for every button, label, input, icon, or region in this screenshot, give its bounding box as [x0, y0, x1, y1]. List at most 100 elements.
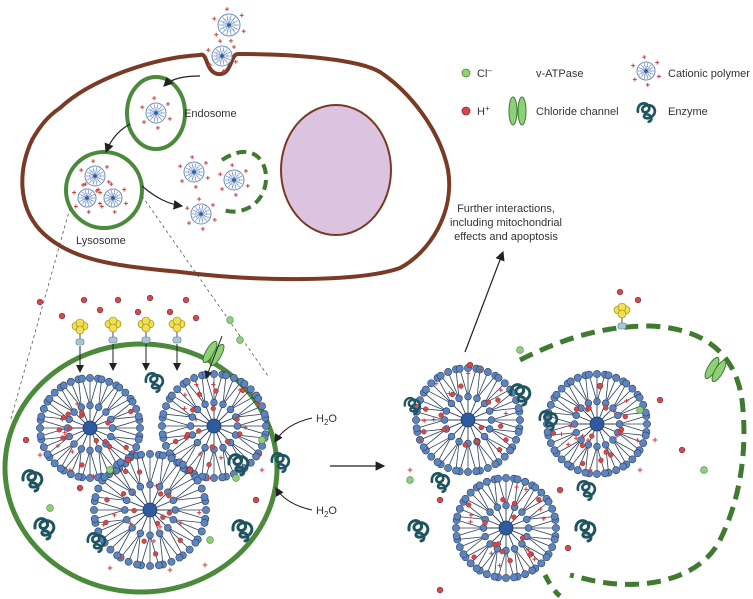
positive-charge — [637, 467, 643, 473]
water-label-top: H2O — [316, 413, 337, 427]
positive-charge — [55, 443, 61, 449]
cationic-polymer — [140, 96, 172, 130]
cationic-polymer-large — [90, 450, 210, 570]
positive-charge — [503, 411, 509, 416]
cationic-polymer — [98, 182, 128, 214]
enzyme — [403, 396, 421, 416]
positive-charge — [514, 484, 519, 490]
positive-charge — [407, 467, 413, 473]
positive-charge — [197, 197, 202, 202]
legend-cationic-polymer-icon — [631, 55, 661, 87]
positive-charge — [155, 125, 160, 130]
positive-charge — [193, 184, 198, 189]
positive-charge — [468, 512, 474, 518]
ruptured-lysosome-membrane — [518, 323, 747, 587]
positive-charge — [72, 190, 77, 195]
positive-charge — [205, 175, 210, 180]
cationic-polymer — [212, 7, 246, 43]
positive-charge — [151, 538, 157, 544]
enzyme — [509, 383, 532, 407]
cationic-polymer — [79, 159, 111, 193]
proton — [134, 308, 142, 316]
legend-cationic-polymer-label: Cationic polymer — [668, 68, 750, 80]
chloride-ion — [206, 536, 214, 544]
positive-charge — [142, 120, 147, 125]
cationic-polymer — [185, 197, 217, 231]
positive-charge — [91, 474, 96, 479]
proton — [556, 486, 564, 494]
legend-chloride-channel-label: Chloride channel — [536, 106, 619, 118]
positive-charge — [239, 13, 244, 18]
positive-charge — [154, 483, 159, 489]
positive-charge — [197, 451, 203, 457]
positive-charge — [190, 155, 195, 160]
further-line-1: Further interactions, — [457, 203, 555, 215]
zoom-line-left — [9, 207, 71, 423]
positive-charge — [211, 382, 216, 387]
positive-charge — [97, 201, 102, 206]
positive-charge — [580, 433, 585, 439]
positive-charge — [225, 7, 230, 12]
ruptured-membrane-fragment — [542, 573, 562, 598]
positive-charge — [206, 48, 211, 53]
positive-charge — [74, 401, 80, 407]
proton — [616, 288, 624, 296]
positive-charge — [489, 551, 494, 556]
positive-charge — [152, 96, 157, 101]
positive-charge — [446, 425, 451, 430]
cationic-polymer-large — [452, 474, 560, 582]
proton — [436, 586, 444, 594]
lysosome-small — [64, 150, 144, 230]
positive-charge — [193, 417, 199, 422]
proton — [76, 484, 84, 492]
positive-charge — [642, 55, 647, 60]
enzyme — [538, 410, 559, 432]
cationic-polymer — [218, 163, 250, 197]
positive-charge — [200, 226, 205, 231]
positive-charge — [165, 101, 170, 106]
positive-charge — [196, 510, 202, 515]
positive-charge — [241, 29, 246, 34]
positive-charge — [96, 187, 101, 192]
positive-charge — [218, 455, 224, 460]
positive-charge — [573, 436, 579, 441]
positive-charge — [122, 187, 127, 192]
positive-charge — [655, 60, 660, 65]
positive-charge — [565, 442, 571, 447]
legend-chloride-label: Cl– — [477, 66, 492, 80]
positive-charge — [67, 467, 73, 473]
chloride-ion — [406, 476, 414, 484]
enzyme — [144, 372, 165, 394]
maturation-arrow — [104, 123, 131, 154]
positive-charge — [99, 204, 104, 209]
enzyme — [33, 517, 56, 541]
positive-charge — [498, 387, 504, 393]
positive-charge — [585, 437, 591, 443]
positive-charge — [86, 209, 91, 214]
positive-charge — [568, 424, 574, 429]
proton — [36, 298, 44, 306]
positive-charge — [645, 82, 650, 87]
positive-charge — [182, 392, 188, 398]
positive-charge — [431, 417, 436, 422]
positive-charge — [243, 168, 248, 173]
positive-charge — [218, 39, 223, 44]
further-line-3: effects and apoptosis — [454, 231, 558, 243]
proton — [436, 496, 444, 504]
proton — [114, 296, 122, 304]
proton — [678, 446, 686, 454]
positive-charge — [220, 187, 225, 192]
lysosome-large — [2, 341, 280, 595]
positive-charge — [632, 77, 637, 82]
chloride-channel — [711, 359, 727, 383]
proton — [22, 436, 30, 444]
cationic-polymer-large — [36, 374, 144, 482]
positive-charge — [37, 452, 43, 458]
cell-contents — [72, 7, 250, 231]
positive-charge — [203, 160, 208, 165]
proton — [96, 306, 104, 314]
positive-charge — [112, 512, 117, 518]
enzyme — [270, 452, 291, 474]
proton — [564, 544, 572, 552]
